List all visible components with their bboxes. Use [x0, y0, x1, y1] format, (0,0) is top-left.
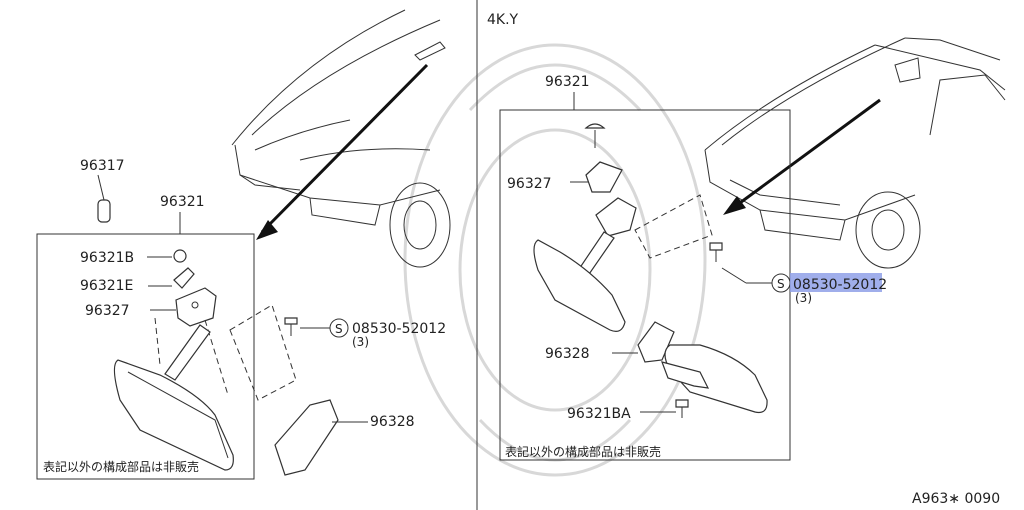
figure-code: A963∗ 0090 [912, 491, 1000, 507]
code-highlight [790, 273, 882, 292]
mirror-arm-left [164, 324, 211, 381]
label-96328-right: 96328 [545, 346, 590, 362]
location-arrow-right [732, 98, 881, 210]
bulb-96317 [97, 199, 111, 223]
bracket-96327-left [175, 287, 217, 327]
location-arrow-left [260, 63, 429, 234]
right-car-illustration [704, 37, 1006, 269]
label-screw-qty-left: (3) [352, 335, 369, 349]
assembly-box-left [36, 233, 255, 480]
arrowhead-right [723, 196, 746, 215]
label-96321B: 96321B [80, 250, 134, 266]
note-left: 表記以外の構成部品は非販売 [43, 459, 199, 474]
label-screw-code-right: 08530-52012 [793, 277, 887, 293]
note-right: 表記以外の構成部品は非販売 [505, 444, 661, 459]
cover-96327-right [585, 161, 623, 193]
mirror-right [533, 239, 626, 332]
clip-96321E [173, 267, 195, 289]
mirror-left [113, 359, 234, 471]
screw-96321B [173, 249, 187, 263]
cover-96328-left [274, 399, 339, 476]
arrowhead-left [256, 220, 278, 240]
arm-lower-right [661, 361, 710, 389]
variant-label: 4K.Y [487, 12, 519, 28]
label-screw-qty-right: (3) [795, 291, 812, 305]
label-96321-left: 96321 [160, 194, 205, 210]
bracket-right [595, 197, 637, 237]
screw-96321BA [675, 399, 689, 408]
mirror-lower-right [664, 344, 768, 414]
left-car-illustration [231, 9, 451, 268]
label-96327-right: 96327 [507, 176, 552, 192]
label-96328-left: 96328 [370, 414, 415, 430]
screw-top-right [584, 123, 606, 129]
s-mark-left [329, 318, 349, 338]
svg-text:S: S [777, 277, 785, 291]
label-96317: 96317 [80, 158, 125, 174]
svg-text:S: S [335, 322, 343, 336]
label-96327-left: 96327 [85, 303, 130, 319]
label-96321-right: 96321 [545, 74, 590, 90]
screw-left [284, 317, 298, 325]
label-screw-code-left: 08530-52012 [352, 321, 446, 337]
label-96321BA: 96321BA [567, 406, 631, 422]
screw-right [709, 242, 723, 251]
label-96321E: 96321E [80, 278, 133, 294]
